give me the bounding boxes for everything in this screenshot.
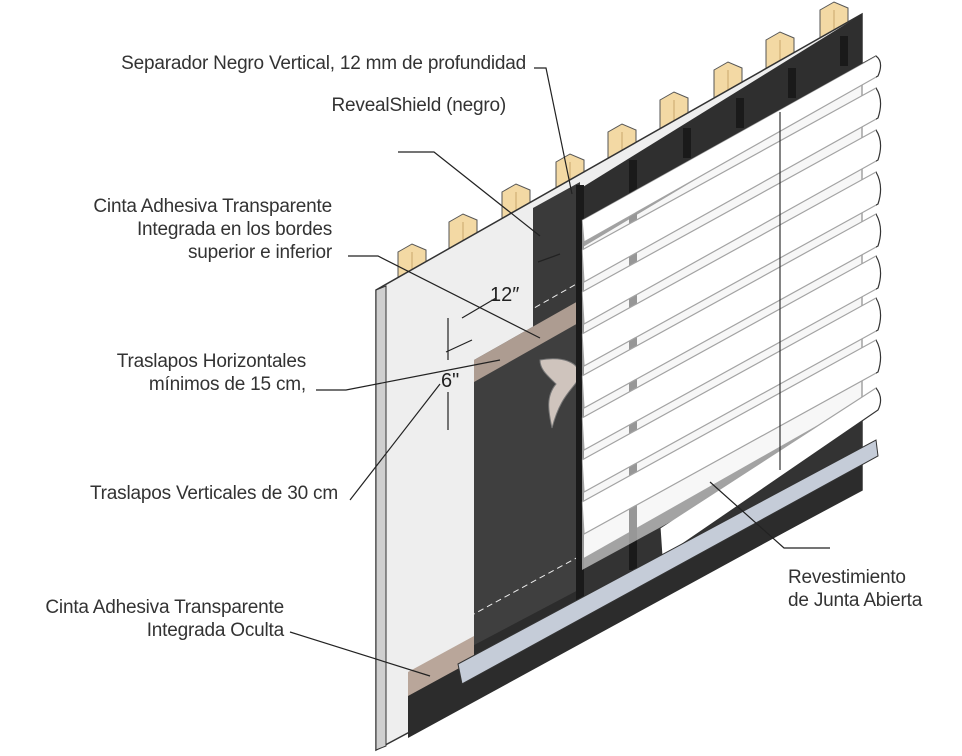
cladding-face xyxy=(582,56,876,570)
dimension-markers xyxy=(445,253,561,430)
starter-rail xyxy=(457,439,879,685)
label-horizontal-laps: Traslapos Horizontales mínimos de 15 cm, xyxy=(116,351,306,395)
label-vertical-laps: Traslapos Verticales de 30 cm xyxy=(89,483,338,504)
sheathing-edge xyxy=(375,285,387,751)
label-tape-hidden: Cinta Adhesiva Transparente Integrada Oc… xyxy=(45,597,284,641)
lap-line xyxy=(473,281,581,343)
tape-strip-hidden xyxy=(408,636,474,696)
lap-line xyxy=(407,555,581,651)
label-vertical-spacer: Separador Negro Vertical, 12 mm de profu… xyxy=(121,53,526,74)
leader-lines xyxy=(289,67,830,677)
dimension-horizontal-overlap: 6" xyxy=(441,370,460,392)
tape-strip-horizontal xyxy=(474,300,580,382)
label-open-joint-cladding: Revestimiento de Junta Abierta xyxy=(788,567,923,611)
dimension-vertical-overlap: 12″ xyxy=(490,284,520,306)
label-revealshield: RevealShield (negro) xyxy=(331,95,507,116)
label-tape-edges: Cinta Adhesiva Transparente Integrada en… xyxy=(93,196,332,263)
